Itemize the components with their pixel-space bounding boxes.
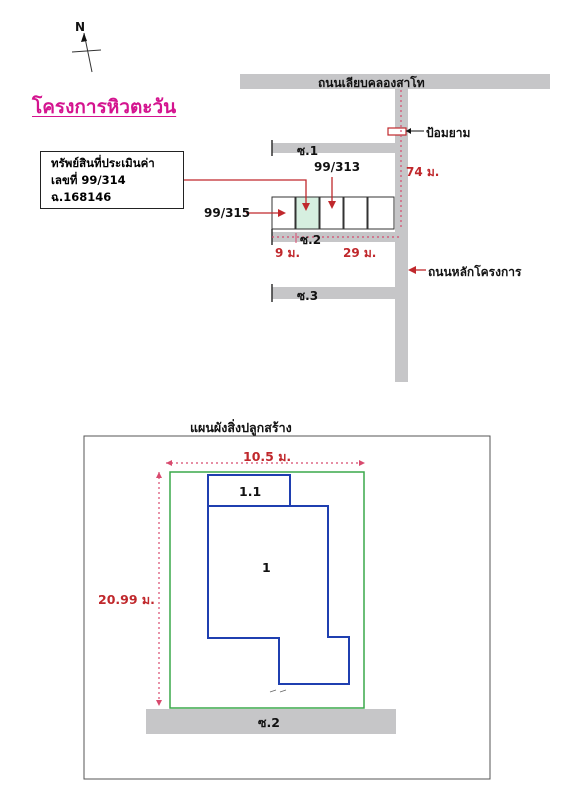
- compass-north-label: N: [75, 20, 86, 34]
- plan-road: [146, 709, 396, 734]
- distance-9m-label: 9 ม.: [275, 246, 300, 260]
- soi3-label: ซ.3: [297, 289, 319, 303]
- guard-post-label: ป้อมยาม: [426, 126, 471, 140]
- plot-99-314: [295, 196, 320, 230]
- building-main: [207, 505, 350, 685]
- distance-29m-label: 29 ม.: [343, 246, 377, 260]
- asset-info-box: ทรัพย์สินที่ประเมินค่า เลขที่ 99/314 ฉ.1…: [40, 151, 184, 209]
- plan-road-label: ซ.2: [258, 715, 280, 730]
- soi2-road: [272, 232, 397, 242]
- soi1-road: [272, 143, 397, 153]
- plan-title: แผนผังสิ่งปลูกสร้าง: [190, 420, 292, 435]
- building-annex-label: 1.1: [239, 484, 262, 499]
- main-road-label: ถนนหลักโครงการ: [428, 265, 522, 279]
- plan-depth-label: 20.99 ม.: [98, 592, 155, 607]
- soi1-label: ซ.1: [297, 144, 319, 158]
- asset-info-line1: ทรัพย์สินที่ประเมินค่า: [51, 156, 155, 170]
- soi2-label: ซ.2: [300, 233, 322, 247]
- main-road: [395, 74, 408, 382]
- project-title: โครงการหิวตะวัน: [32, 96, 177, 118]
- lot-boundary: [169, 471, 365, 709]
- plan-width-label: 10.5 ม.: [243, 449, 292, 464]
- road-top-label: ถนนเลียบคลองสาโท: [318, 76, 425, 90]
- distance-74m-label: 74 ม.: [406, 165, 440, 179]
- asset-info-line2: เลขที่ 99/314: [51, 173, 126, 187]
- plot-99-313-label: 99/313: [314, 160, 361, 174]
- soi3-road: [272, 287, 397, 299]
- building-main-label: 1: [262, 560, 271, 575]
- plot-99-315-label: 99/315: [204, 206, 251, 220]
- asset-info-line3: ฉ.168146: [51, 190, 112, 204]
